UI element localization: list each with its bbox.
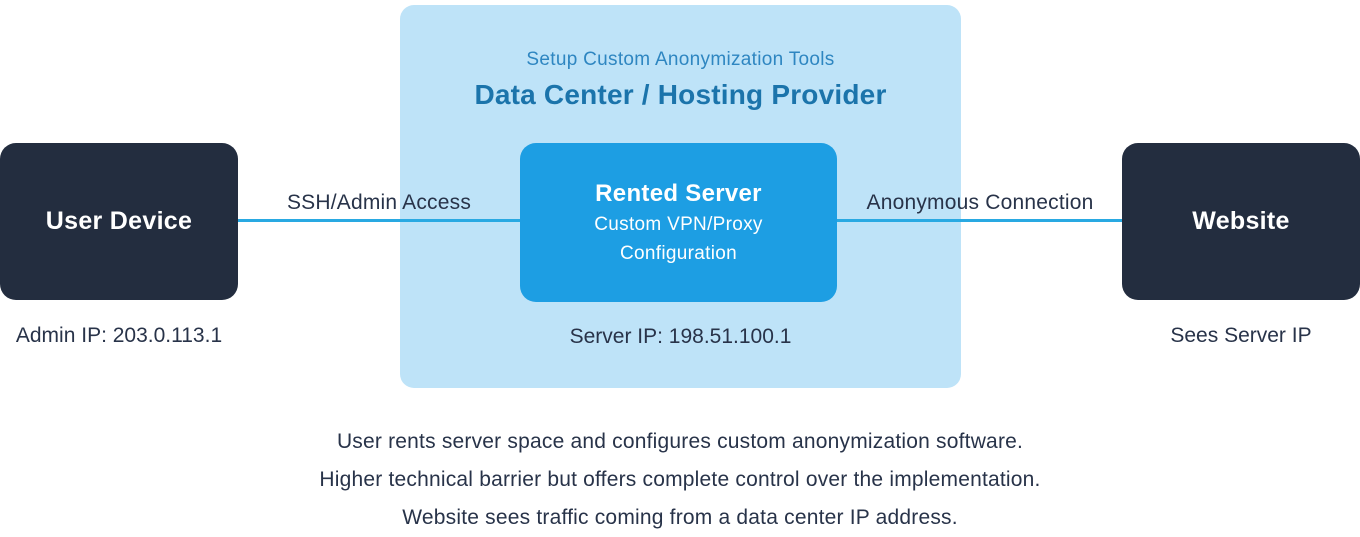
footer-line-2: Higher technical barrier but offers comp… xyxy=(319,468,1041,491)
website-sees-server-ip-caption: Sees Server IP xyxy=(1170,324,1312,347)
rented-server-subtitle-line2: Configuration xyxy=(620,242,737,264)
user-device-admin-ip-caption: Admin IP: 203.0.113.1 xyxy=(15,324,223,347)
rented-server-title: Rented Server xyxy=(595,179,762,207)
footer-explanation: User rents server space and configures c… xyxy=(0,423,1360,537)
footer-line-3: Website sees traffic coming from a data … xyxy=(402,506,958,529)
rented-server-subtitle-line1: Custom VPN/Proxy xyxy=(594,213,763,235)
connection-label-anonymous-connection: Anonymous Connection xyxy=(866,191,1094,214)
user-device-label: User Device xyxy=(45,207,193,235)
user-device-box: User Device xyxy=(0,143,238,300)
data-center-container: Setup Custom Anonymization Tools Data Ce… xyxy=(400,5,961,388)
data-center-subtitle: Setup Custom Anonymization Tools xyxy=(526,49,835,70)
connection-label-ssh-admin-access: SSH/Admin Access xyxy=(286,191,472,214)
data-center-title: Data Center / Hosting Provider xyxy=(474,79,887,110)
server-ip-label: Server IP: 198.51.100.1 xyxy=(569,325,792,348)
footer-line-1: User rents server space and configures c… xyxy=(336,430,1024,453)
rented-server-box: Rented Server Custom VPN/Proxy Configura… xyxy=(520,143,837,302)
website-box: Website xyxy=(1122,143,1360,300)
website-label: Website xyxy=(1192,207,1290,235)
